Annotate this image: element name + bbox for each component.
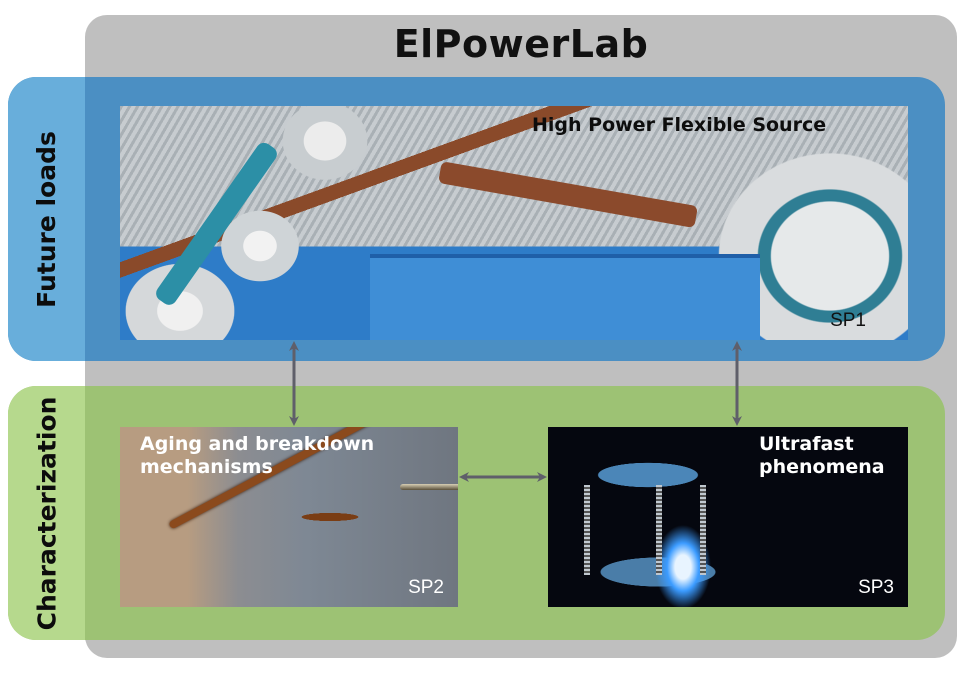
row-label-future-loads: Future loads [32, 130, 62, 308]
photo-conductor-beam [438, 161, 698, 228]
diagram-title: ElPowerLab [393, 22, 649, 66]
panel-title: High Power Flexible Source [532, 114, 827, 136]
row-label-strip [8, 386, 85, 640]
photo-spring-post [656, 485, 662, 575]
row-label-characterization: Characterization [32, 396, 62, 630]
panel-title: Ultrafast phenomena [759, 433, 885, 479]
photo-needle-electrode [400, 484, 458, 490]
panel-title: Aging and breakdown mechanisms [140, 433, 375, 479]
panel-sp1-high-power-photo: High Power Flexible Source SP1 [120, 106, 908, 340]
photo-insulator-pole [153, 139, 281, 308]
row-label-strip [8, 77, 85, 361]
panel-sp2-aging-photo: Aging and breakdown mechanisms SP2 [120, 427, 458, 607]
subproject-label: SP1 [830, 310, 866, 331]
photo-scissor-lift [370, 254, 760, 340]
panel-sp3-ultrafast-photo: Ultrafast phenomena SP3 [548, 427, 908, 607]
subproject-label: SP2 [408, 577, 444, 598]
subproject-label: SP3 [858, 577, 894, 598]
photo-spring-post [700, 485, 706, 575]
photo-spring-post [584, 485, 590, 575]
